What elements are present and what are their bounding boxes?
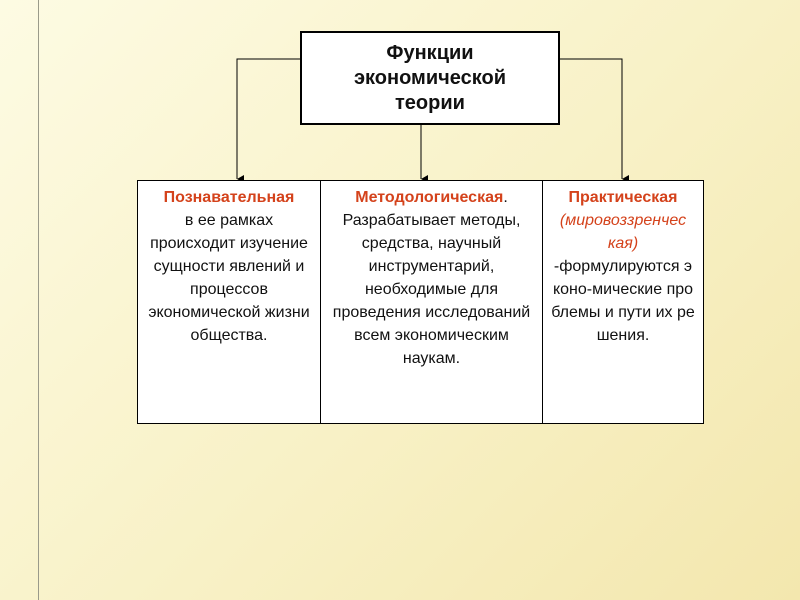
function-practical-text: -формулируются эконо-мические проблемы и… — [551, 258, 695, 344]
function-cognitive: Познавательная в ее рамках происходит из… — [138, 181, 320, 423]
function-practical: Практическая (мировоззренческая) -формул… — [542, 181, 703, 423]
function-practical-subheading: (мировоззренческая) — [559, 212, 687, 252]
slide-left-edge-line — [38, 0, 39, 600]
connector-right — [560, 58, 629, 183]
function-methodological-heading-line: Методологическая. — [321, 186, 542, 209]
function-methodological-text: Разрабатывает методы, средства, научный … — [332, 212, 531, 367]
function-cognitive-heading: Познавательная — [163, 189, 295, 206]
diagram-title: Функции экономической теории — [354, 41, 506, 114]
diagram-title-box: Функции экономической теории — [300, 31, 560, 125]
function-methodological-heading: Методологическая — [355, 189, 504, 206]
function-cognitive-text: в ее рамках происходит изучение сущности… — [148, 212, 310, 344]
function-methodological: Методологическая. Разрабатывает методы, … — [320, 181, 542, 423]
functions-table: Познавательная в ее рамках происходит из… — [137, 180, 704, 424]
function-practical-heading: Практическая — [568, 189, 678, 206]
function-methodological-heading-suffix: . — [503, 189, 508, 206]
connector-left — [236, 58, 300, 183]
